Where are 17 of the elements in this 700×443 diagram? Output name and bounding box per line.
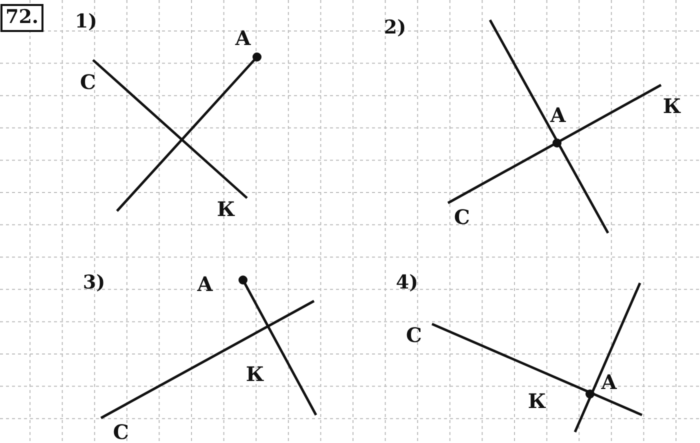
exercise-number: 1) bbox=[74, 12, 98, 32]
point-label: К bbox=[662, 96, 682, 116]
point-label: С bbox=[454, 207, 470, 227]
exercise-number: 2) bbox=[384, 18, 406, 38]
exercise-number: 72. bbox=[0, 4, 44, 32]
point-label: А bbox=[550, 105, 566, 125]
point-label: А bbox=[196, 274, 214, 294]
point-label: А bbox=[234, 28, 252, 48]
exercise-number: 3) bbox=[82, 274, 106, 292]
point-label: К bbox=[216, 199, 236, 219]
point-label: С bbox=[406, 325, 422, 345]
point-label: А bbox=[600, 372, 618, 392]
point-label: К bbox=[528, 391, 546, 411]
point-label: К bbox=[246, 364, 264, 384]
point-label: С bbox=[113, 422, 129, 442]
exercise-number: 4) bbox=[396, 274, 418, 292]
point-label: С bbox=[80, 72, 96, 92]
